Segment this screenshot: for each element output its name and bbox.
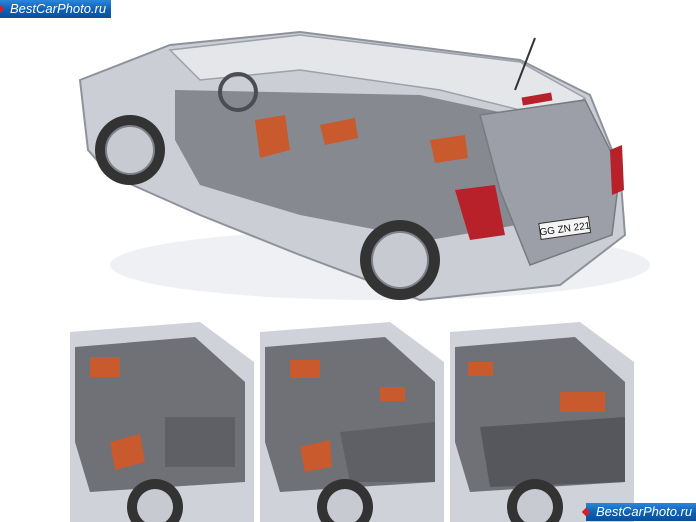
watermark-dot-icon bbox=[0, 4, 5, 14]
watermark-text: BestCarPhoto.ru bbox=[596, 504, 693, 519]
seat-config-panel-flat-fold bbox=[450, 322, 634, 522]
watermark-top: BestCarPhoto.ru bbox=[0, 0, 111, 18]
watermark-bottom: BestCarPhoto.ru bbox=[581, 503, 696, 521]
seat-config-panel-upright bbox=[70, 322, 254, 522]
main-car-view: GG ZN 221 bbox=[78, 30, 650, 302]
seat-config-panel-partial-fold bbox=[260, 322, 444, 522]
watermark-text: BestCarPhoto.ru bbox=[10, 1, 107, 16]
